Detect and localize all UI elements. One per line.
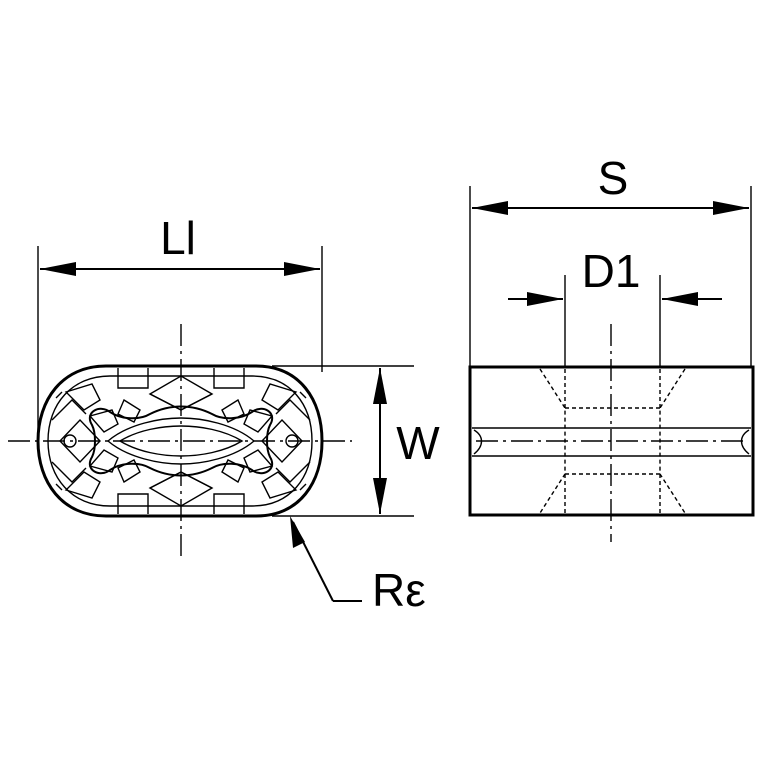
thickness-label: S xyxy=(598,152,629,204)
side-view xyxy=(468,324,755,542)
width-dimension: W xyxy=(272,365,440,517)
central-hole-inner xyxy=(118,425,244,457)
length-label: Ll xyxy=(160,212,196,264)
front-view xyxy=(8,324,352,558)
insert-inner-outline xyxy=(47,375,313,507)
corner-radius-label: Rε xyxy=(372,564,426,616)
corner-radius-leader: Rε xyxy=(290,516,426,616)
width-label: W xyxy=(396,417,440,469)
insert-outline xyxy=(36,364,324,518)
central-relief xyxy=(89,405,273,477)
thickness-dimension: S xyxy=(469,152,752,367)
length-dimension: Ll xyxy=(37,212,323,440)
hole-diameter-dimension: D1 xyxy=(508,245,722,367)
hole-diameter-label: D1 xyxy=(582,245,641,297)
